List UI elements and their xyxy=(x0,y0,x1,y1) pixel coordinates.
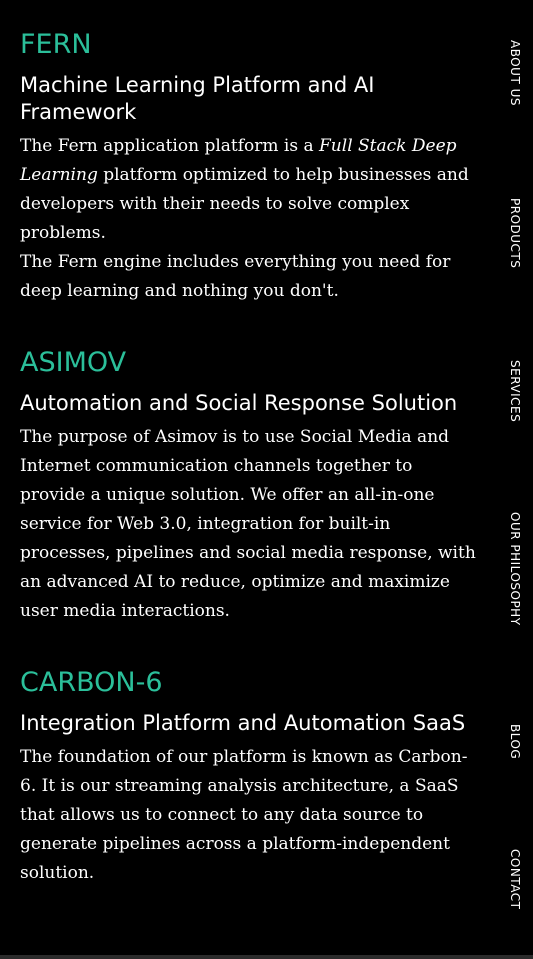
product-name-asimov: ASIMOV xyxy=(20,347,127,378)
product-subtitle-asimov: Automation and Social Response Solution xyxy=(20,391,458,415)
nav-link-our-philosophy[interactable]: OUR PHILOSOPHY xyxy=(508,512,522,626)
product-asimov: ASIMOV Automation and Social Response So… xyxy=(20,346,478,626)
description-text: platform optimized to help businesses an… xyxy=(20,165,469,243)
description-text: The Fern application platform is a xyxy=(20,136,320,156)
product-subtitle-fern: Machine Learning Platform and AI Framewo… xyxy=(20,73,375,124)
side-navigation: ABOUT US PRODUCTS SERVICES OUR PHILOSOPH… xyxy=(498,0,533,955)
description-text: The Fern engine includes everything you … xyxy=(20,252,451,301)
product-subtitle-carbon-6: Integration Platform and Automation SaaS xyxy=(20,711,466,735)
product-carbon-6: CARBON-6 Integration Platform and Automa… xyxy=(20,666,478,888)
nav-link-blog[interactable]: BLOG xyxy=(508,724,522,760)
product-fern: FERN Machine Learning Platform and AI Fr… xyxy=(20,28,478,306)
product-description-fern: The Fern application platform is a Full … xyxy=(20,132,478,306)
nav-link-about-us[interactable]: ABOUT US xyxy=(508,40,522,107)
nav-link-contact[interactable]: CONTACT xyxy=(508,849,522,910)
product-description-carbon-6: The foundation of our platform is known … xyxy=(20,747,468,883)
product-description-asimov: The purpose of Asimov is to use Social M… xyxy=(20,427,476,621)
nav-link-products[interactable]: PRODUCTS xyxy=(508,198,522,269)
bottom-edge xyxy=(0,955,533,959)
product-name-carbon-6: CARBON-6 xyxy=(20,667,163,698)
nav-link-services[interactable]: SERVICES xyxy=(508,360,522,423)
description-emphasis: Full Stack Deep Learning xyxy=(20,136,457,185)
product-name-fern: FERN xyxy=(20,29,92,60)
